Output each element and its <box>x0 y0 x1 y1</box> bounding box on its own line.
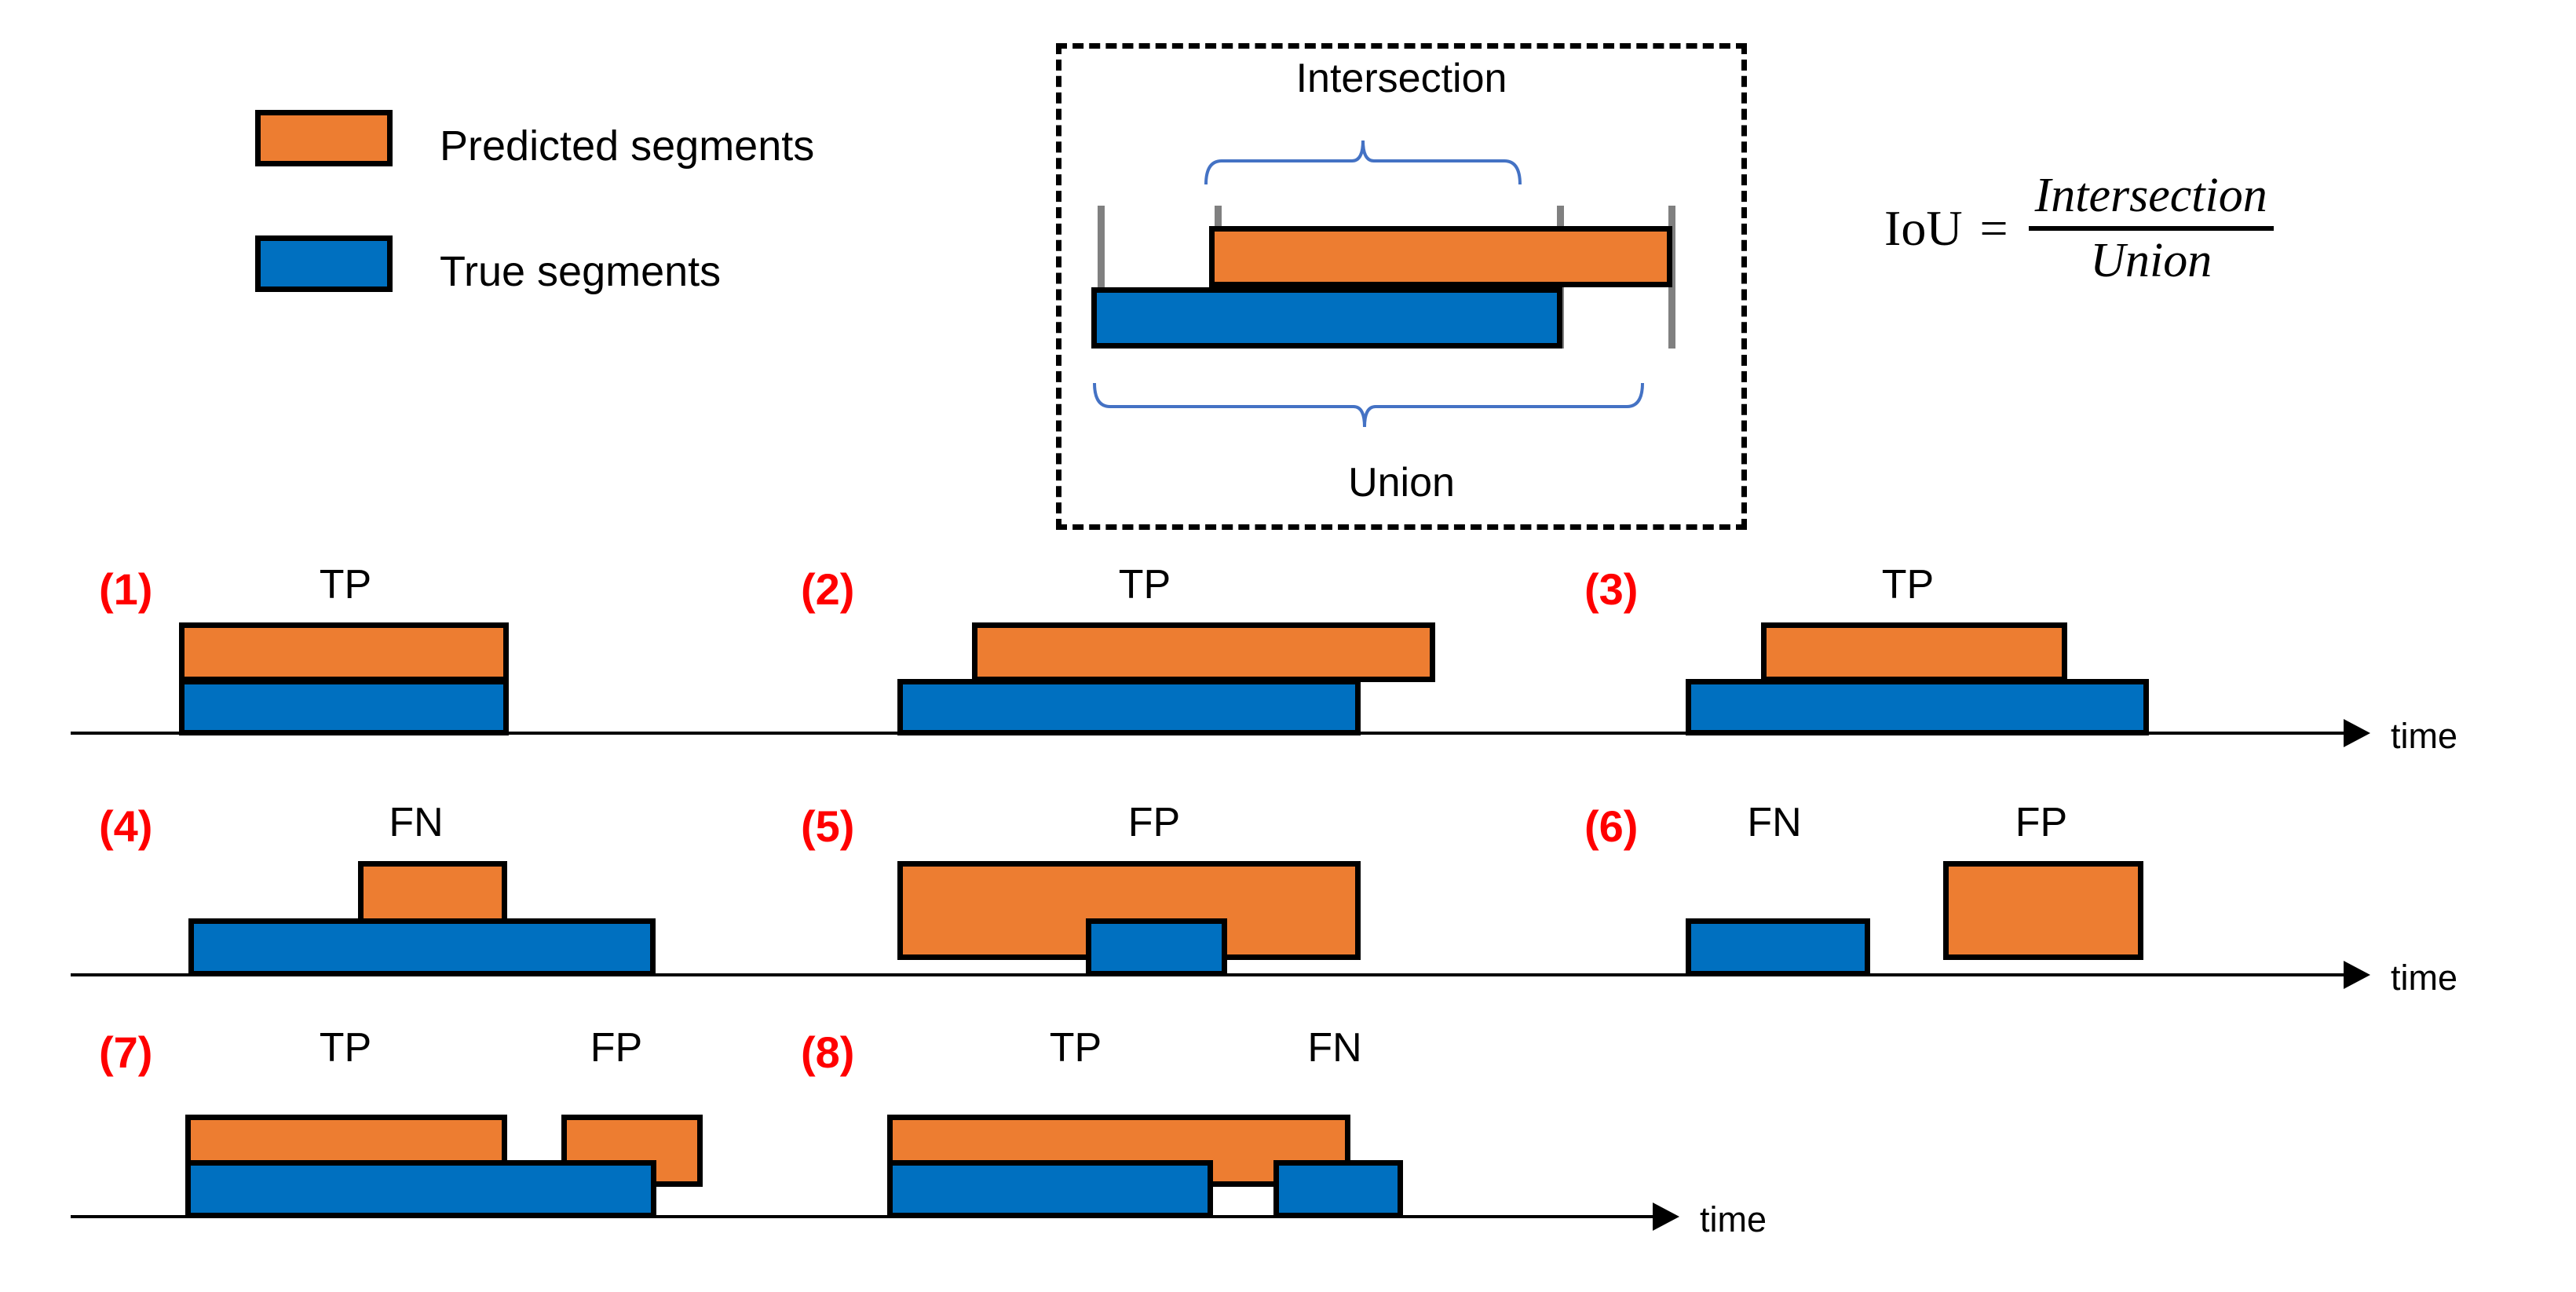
case-7-tag-fp: FP <box>590 1025 643 1071</box>
formula-lhs: IoU <box>1884 200 1963 257</box>
case-8-tag-fn: FN <box>1307 1025 1362 1071</box>
case-8-true-segment-1 <box>887 1160 1213 1218</box>
case-number-6: (6) <box>1584 801 1639 851</box>
tick-union-start <box>1098 206 1105 349</box>
case-number-2: (2) <box>801 564 855 614</box>
case-1-true-segment <box>179 679 509 735</box>
case-number-7: (7) <box>99 1027 153 1077</box>
iou-explanation-box <box>1056 43 1747 530</box>
formula-equals: = <box>1979 200 2008 257</box>
case-7-true-segment <box>185 1160 656 1218</box>
case-number-5: (5) <box>801 801 855 851</box>
case-4-true-segment <box>188 918 656 976</box>
legend-label-predicted: Predicted segments <box>440 122 815 170</box>
case-8-tag-tp: TP <box>1049 1025 1102 1071</box>
iou-predicted-bar <box>1209 226 1672 287</box>
case-1-tag-tp: TP <box>319 562 372 608</box>
iou-true-bar <box>1091 287 1562 349</box>
case-number-1: (1) <box>99 564 153 614</box>
case-number-8: (8) <box>801 1027 855 1077</box>
case-number-4: (4) <box>99 801 153 851</box>
case-2-tag-tp: TP <box>1118 562 1171 608</box>
case-3-predicted-segment <box>1761 622 2067 682</box>
formula-denominator: Union <box>2090 234 2212 288</box>
time-axis-label-row-2: time <box>2391 958 2458 998</box>
case-3-true-segment <box>1686 679 2149 735</box>
time-axis-arrow-row-1 <box>2344 719 2370 747</box>
time-axis-arrow-row-2 <box>2344 961 2370 989</box>
case-5-tag-fp: FP <box>1127 800 1181 845</box>
case-8-true-segment-2 <box>1273 1160 1403 1218</box>
intersection-label: Intersection <box>1295 56 1507 101</box>
case-5-true-segment <box>1086 918 1227 976</box>
legend-swatch-true <box>255 235 393 292</box>
legend-label-true: True segments <box>440 248 722 295</box>
time-axis-row-3 <box>71 1215 1657 1218</box>
time-axis-arrow-row-3 <box>1653 1203 1679 1231</box>
case-6-tag-fn: FN <box>1747 800 1802 845</box>
formula-fraction: Intersection Union <box>2028 169 2274 289</box>
iou-formula: IoU = Intersection Union <box>1884 169 2274 289</box>
case-2-predicted-segment <box>972 622 1435 682</box>
case-6-tag-fp: FP <box>2015 800 2068 845</box>
intersection-brace <box>1204 140 1522 185</box>
legend-swatch-predicted <box>255 110 393 166</box>
case-6-predicted-segment <box>1943 861 2143 960</box>
case-1-predicted-segment <box>179 622 509 682</box>
formula-numerator: Intersection <box>2034 169 2267 222</box>
union-brace <box>1093 382 1644 428</box>
case-number-3: (3) <box>1584 564 1639 614</box>
formula-fraction-bar <box>2028 226 2274 232</box>
time-axis-label-row-3: time <box>1700 1199 1767 1239</box>
case-6-true-segment <box>1686 918 1870 976</box>
time-axis-label-row-1: time <box>2391 716 2458 756</box>
case-2-true-segment <box>897 679 1361 735</box>
case-7-tag-tp: TP <box>319 1025 372 1071</box>
case-3-tag-tp: TP <box>1881 562 1935 608</box>
case-4-tag-fn: FN <box>389 800 444 845</box>
union-label: Union <box>1348 460 1455 505</box>
